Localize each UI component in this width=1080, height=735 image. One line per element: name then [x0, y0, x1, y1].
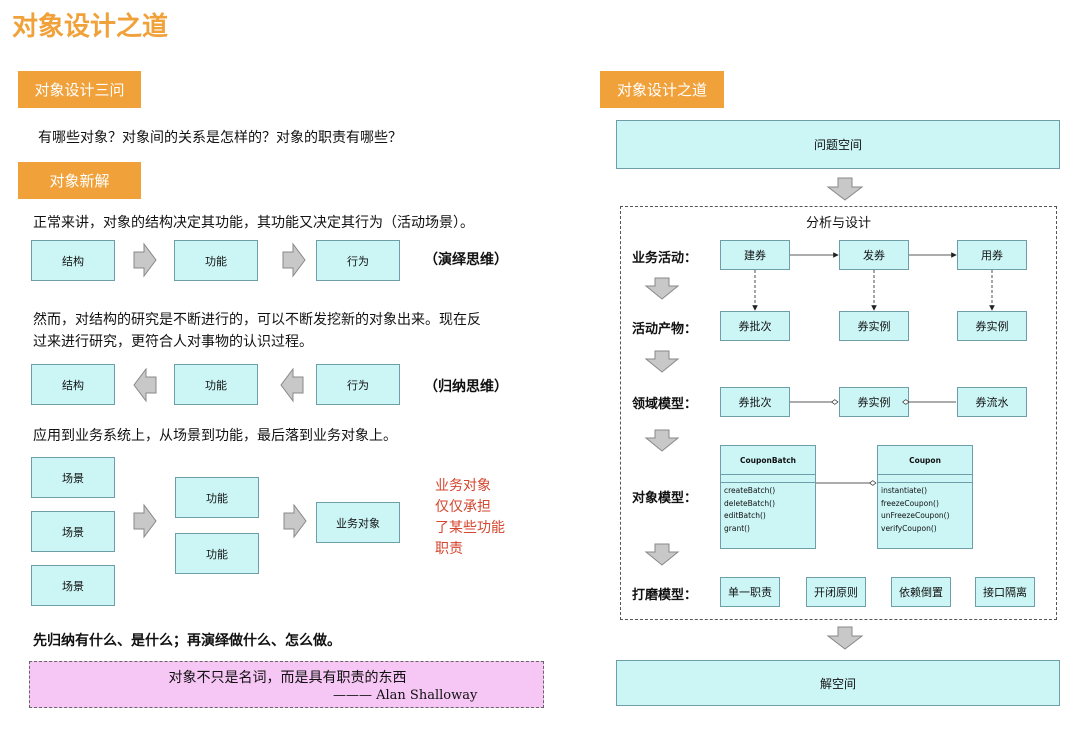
quote-box: 对象不只是名词，而是具有职责的东西 ——— Alan Shalloway [29, 661, 544, 708]
function-box: 功能 [175, 477, 259, 518]
scene-box: 场景 [31, 457, 115, 498]
uml-method: deleteBatch() [724, 498, 776, 508]
section-tag-new-view: 对象新解 [18, 162, 141, 199]
product-instance-box: 券实例 [957, 311, 1027, 341]
domain-flow-box: 券流水 [957, 387, 1027, 417]
analysis-design-frame [620, 206, 1057, 620]
business-object-note: 业务对象 仅仅承担 了某些功能 职责 [435, 478, 505, 557]
block-arrow-down [644, 277, 680, 300]
activity-create-box: 建券 [720, 240, 790, 270]
business-object-box: 业务对象 [316, 502, 400, 543]
paragraph-research-line1: 然而，对结构的研究是不断进行的，可以不断发挖新的对象出来。现在反 [33, 312, 481, 328]
structure-box: 结构 [31, 364, 115, 405]
principle-dip-box: 依赖倒置 [891, 577, 951, 607]
behavior-box: 行为 [316, 240, 400, 281]
label-object-model: 对象模型： [632, 491, 698, 506]
block-arrow-right [282, 242, 306, 278]
uml-method: createBatch() [724, 486, 776, 495]
activity-issue-box: 发券 [839, 240, 909, 270]
block-arrow-left [133, 367, 157, 403]
uml-method: instantiate() [881, 486, 928, 495]
domain-instance-box: 券实例 [839, 387, 909, 417]
three-questions-text: 有哪些对象？对象间的关系是怎样的？对象的职责有哪些？ [38, 130, 402, 146]
principle-isp-box: 接口隔离 [975, 577, 1035, 607]
label-domain-model: 领域模型： [632, 397, 698, 412]
uml-method: grant() [724, 523, 750, 533]
page-title: 对象设计之道 [12, 12, 169, 42]
block-arrow-down [826, 626, 864, 650]
function-box: 功能 [174, 364, 258, 405]
block-arrow-left [280, 367, 304, 403]
block-arrow-down [644, 543, 680, 566]
uml-method: unFreezeCoupon() [881, 511, 950, 520]
behavior-box: 行为 [316, 364, 400, 405]
uml-method: editBatch() [724, 511, 766, 520]
uml-class-name: CouponBatch [721, 446, 815, 475]
uml-class-name: Coupon [878, 446, 972, 475]
solution-space-box: 解空间 [616, 660, 1060, 706]
block-arrow-down [644, 429, 680, 452]
problem-space-box: 问题空间 [616, 120, 1060, 169]
product-instance-box: 券实例 [839, 311, 909, 341]
paragraph-application: 应用到业务系统上，从场景到功能，最后落到业务对象上。 [33, 428, 397, 444]
product-batch-box: 券批次 [720, 311, 790, 341]
label-activity-product: 活动产物： [632, 322, 698, 337]
scene-box: 场景 [31, 511, 115, 552]
paragraph-research-line2: 过来进行研究，更符合人对事物的认识过程。 [33, 334, 313, 350]
section-tag-design-way: 对象设计之道 [600, 71, 724, 108]
uml-method: freezeCoupon() [881, 498, 939, 508]
block-arrow-right [133, 503, 157, 539]
scene-box: 场景 [31, 565, 115, 606]
section-tag-three-questions: 对象设计三问 [18, 71, 141, 108]
principle-ocp-box: 开闭原则 [806, 577, 866, 607]
label-polish-model: 打磨模型： [632, 588, 698, 603]
deductive-thinking-note: （演绎思维） [424, 252, 508, 268]
quote-text: 对象不只是名词，而是具有职责的东西 [168, 670, 407, 686]
quote-author: ——— Alan Shalloway [333, 688, 478, 703]
block-arrow-right [283, 503, 307, 539]
uml-method: verifyCoupon() [881, 523, 937, 533]
uml-class-coupon: Coupon instantiate() freezeCoupon() unFr… [877, 445, 973, 549]
structure-box: 结构 [31, 240, 115, 281]
function-box: 功能 [175, 533, 259, 574]
domain-batch-box: 券批次 [720, 387, 790, 417]
function-box: 功能 [174, 240, 258, 281]
label-business-activity: 业务活动： [632, 251, 698, 266]
block-arrow-down [826, 177, 864, 201]
block-arrow-right [133, 242, 157, 278]
activity-use-box: 用券 [957, 240, 1027, 270]
paragraph-deduction: 正常来讲，对象的结构决定其功能，其功能又决定其行为（活动场景）。 [33, 215, 474, 231]
uml-class-couponbatch: CouponBatch createBatch() deleteBatch() … [720, 445, 816, 549]
principle-srp-box: 单一职责 [720, 577, 780, 607]
block-arrow-down [644, 350, 680, 373]
summary-text: 先归纳有什么、是什么；再演绎做什么、怎么做。 [33, 633, 341, 649]
analysis-design-title: 分析与设计 [805, 216, 871, 231]
inductive-thinking-note: （归纳思维） [424, 379, 508, 395]
